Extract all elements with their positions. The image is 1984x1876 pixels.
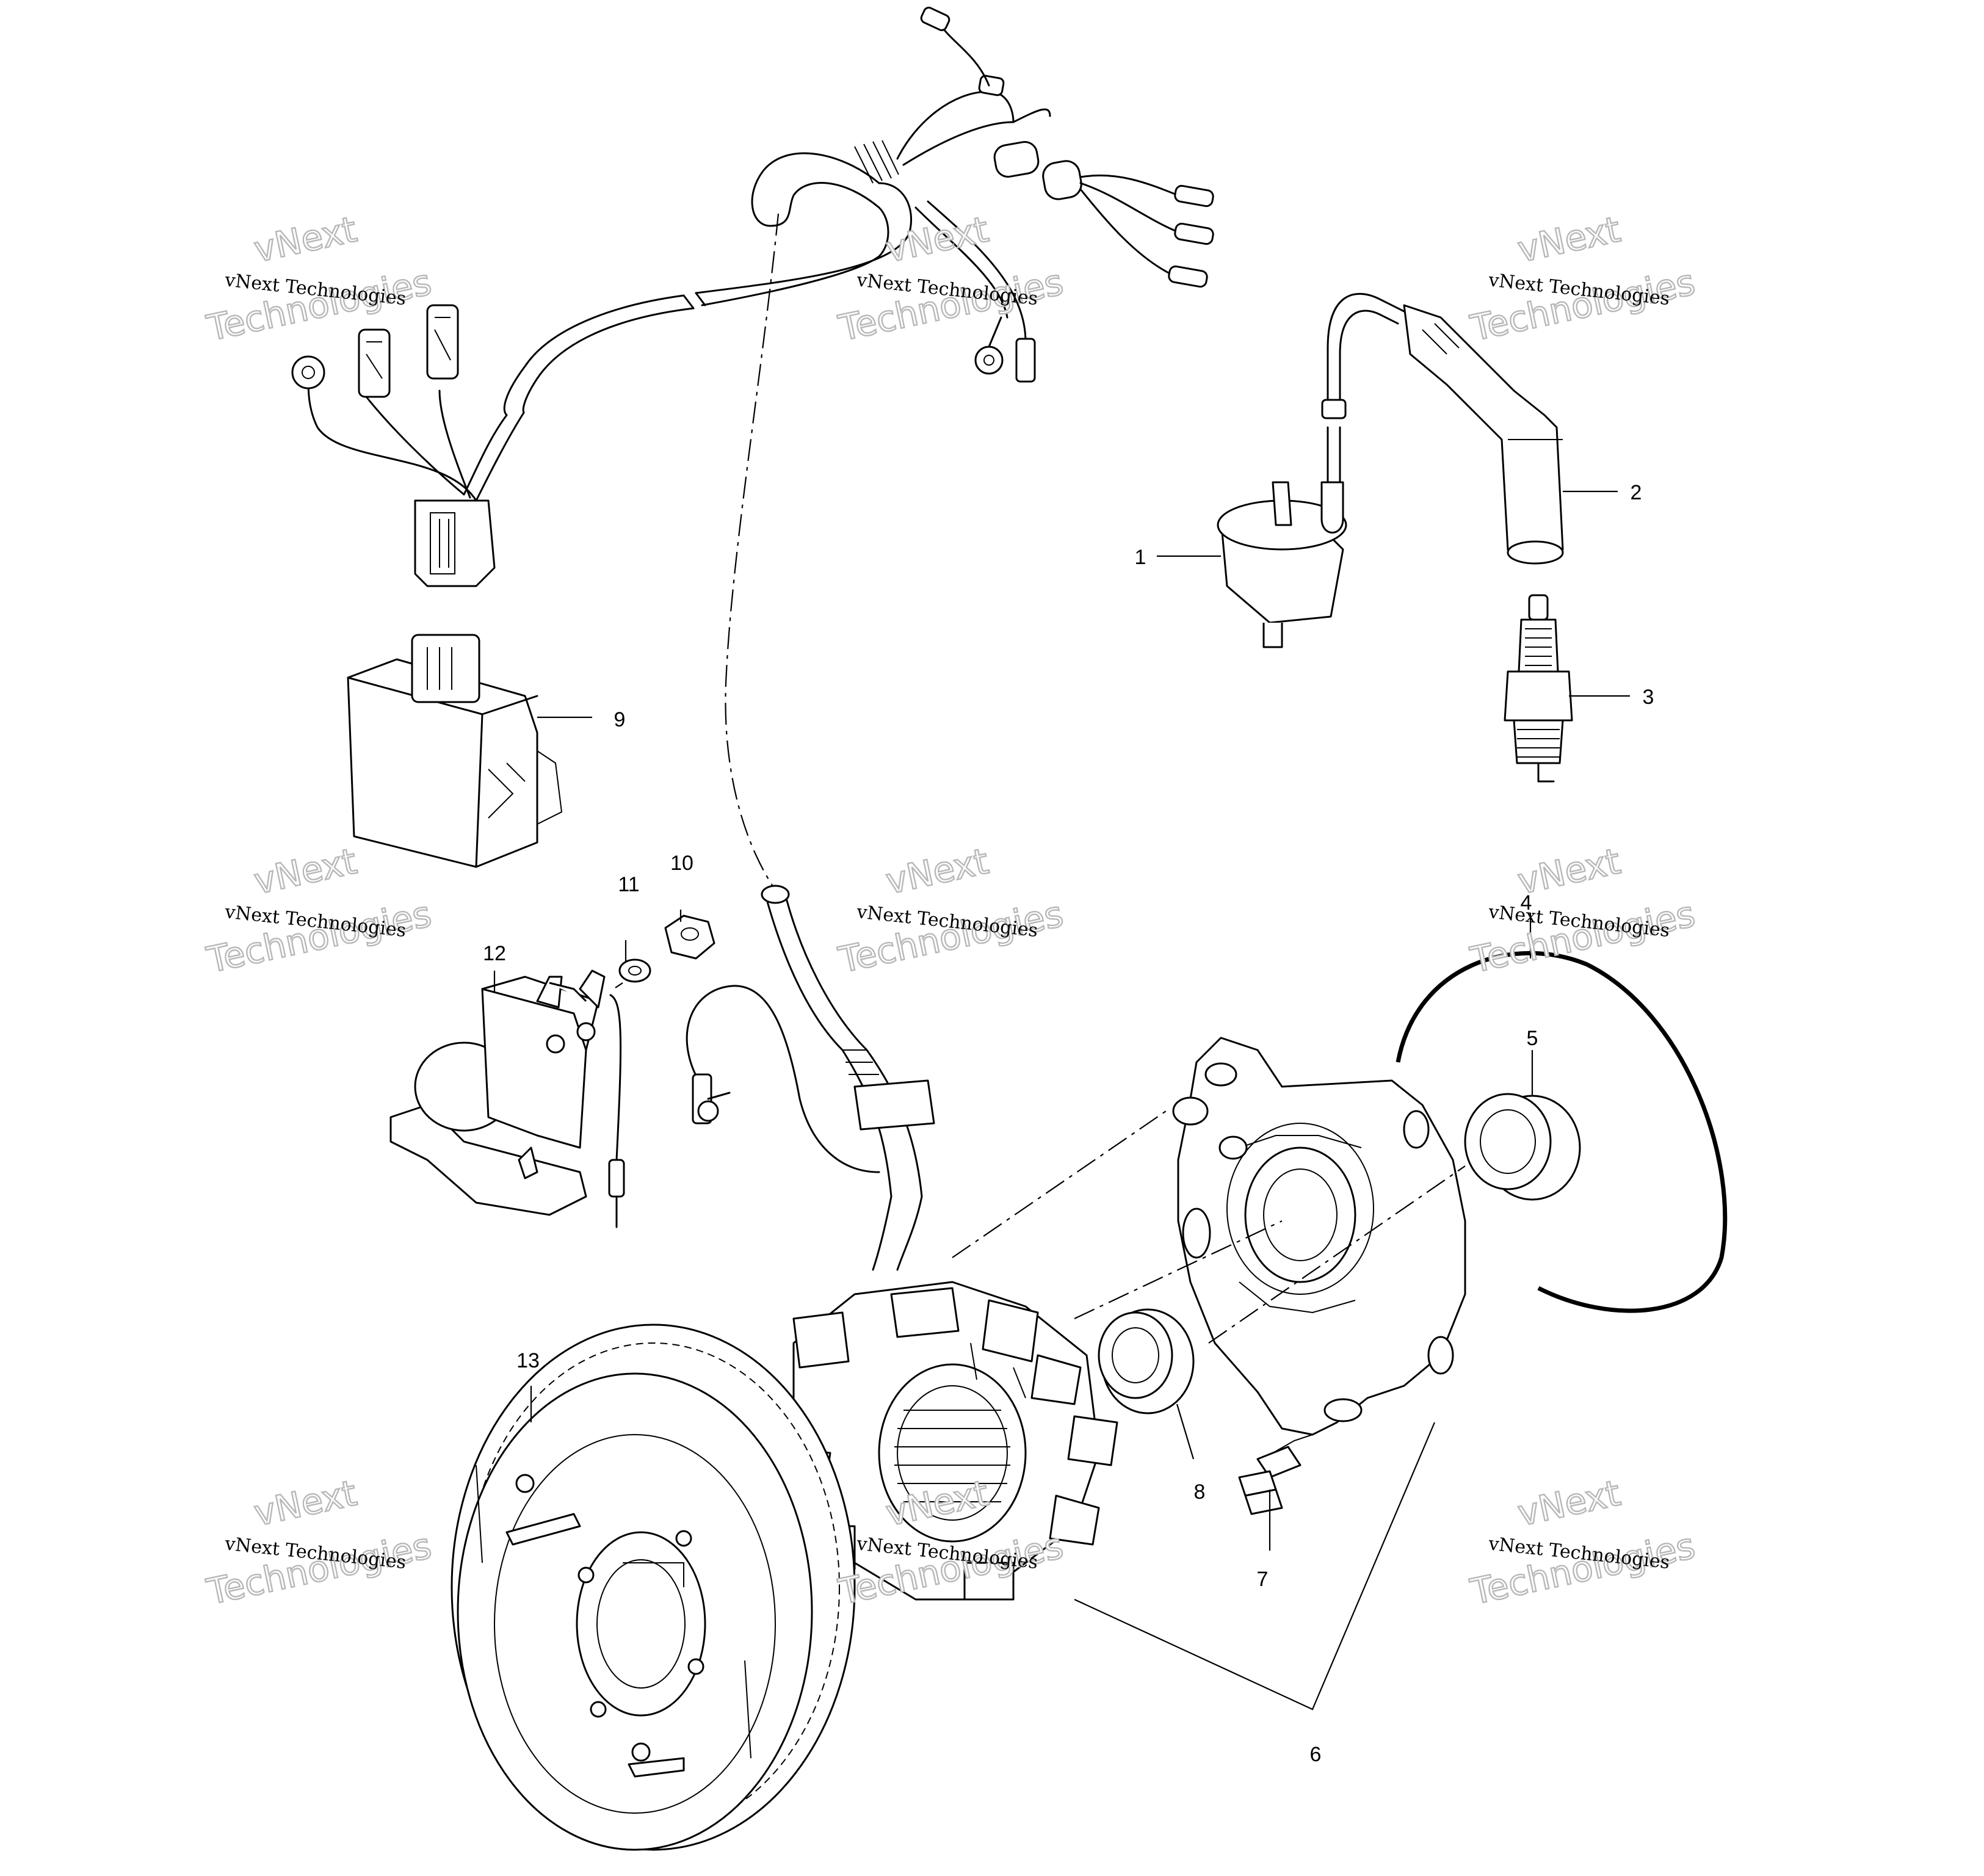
callout-10: 10 — [670, 852, 693, 875]
callout-1: 1 — [1135, 546, 1146, 569]
watermark-big-line1: vNext — [1514, 208, 1624, 270]
callout-4: 4 — [1521, 891, 1532, 914]
leader-lines — [493, 490, 1630, 1711]
callout-5: 5 — [1527, 1027, 1538, 1050]
callout-7: 7 — [1257, 1568, 1269, 1591]
stator-plate — [1172, 1037, 1466, 1436]
callout-numbers: 1 2 3 4 5 6 7 8 9 10 11 12 13 — [483, 481, 1654, 1766]
callout-8: 8 — [1194, 1480, 1206, 1504]
watermark-big-line1: vNext — [250, 840, 360, 902]
watermark-big-line1: vNext — [250, 208, 360, 270]
callout-12: 12 — [483, 942, 506, 965]
watermark-big-line1: vNext — [882, 208, 992, 270]
ignition-coil — [1217, 292, 1405, 648]
watermark-big-line1: vNext — [250, 1472, 360, 1534]
callout-2: 2 — [1631, 481, 1642, 504]
routing-line — [725, 213, 780, 886]
bearing — [1464, 1093, 1581, 1201]
alignment-lines — [952, 1110, 1466, 1344]
wiring-harness — [291, 7, 1214, 587]
spark-plug-boot — [1403, 304, 1564, 565]
oil-seal — [1098, 1308, 1195, 1414]
watermark-big-line1: vNext — [1514, 840, 1624, 902]
callout-6: 6 — [1310, 1743, 1322, 1766]
hex-nut — [664, 914, 715, 960]
lock-washer — [615, 958, 651, 988]
o-ring — [1396, 951, 1728, 1313]
starter-solenoid — [389, 969, 625, 1228]
spark-plug — [1504, 594, 1573, 783]
watermark-big-line1: vNext — [1514, 1472, 1624, 1534]
flywheel — [451, 1324, 856, 1851]
callout-13: 13 — [516, 1349, 540, 1372]
watermark-big-line1: vNext — [882, 840, 992, 902]
cdi-box — [347, 634, 563, 868]
ground-wire — [686, 985, 880, 1173]
callout-3: 3 — [1643, 686, 1654, 709]
callout-9: 9 — [614, 708, 626, 731]
stator-wire-loom — [761, 885, 935, 1271]
mounting-screw — [1238, 1434, 1313, 1515]
callout-11: 11 — [618, 873, 639, 896]
